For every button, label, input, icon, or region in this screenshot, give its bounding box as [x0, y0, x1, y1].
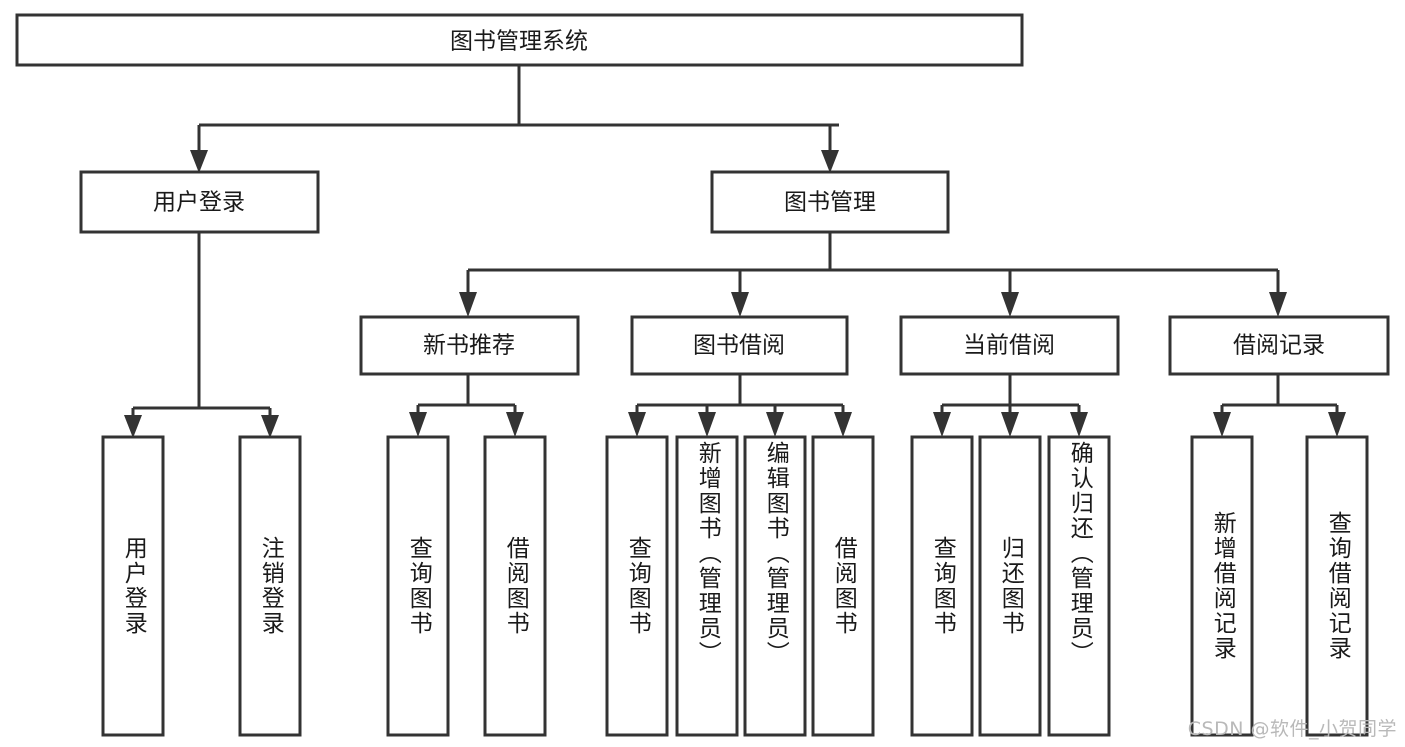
leaf-cell-new-book-1: 查询图书 — [388, 437, 448, 735]
leaf-cell-user-login-1: 用户登录 — [103, 437, 163, 735]
node-book-borrow[interactable] — [630, 315, 849, 376]
leaf-box-current-borrow-1[interactable] — [910, 435, 974, 737]
connector-root-to-level2 — [190, 65, 839, 173]
node-book-management[interactable] — [710, 170, 950, 234]
leaf-box-current-borrow-3[interactable] — [1047, 435, 1111, 737]
node-current-borrow-label: 当前借阅 — [963, 333, 1055, 359]
leaf-label-current-borrow-2: 归还图书 — [997, 536, 1024, 636]
leaf-box-user-login-1[interactable] — [101, 435, 165, 737]
leaf-label-borrow-record-1: 新增借阅记录 — [1209, 511, 1236, 661]
leaf-box-new-book-1[interactable] — [386, 435, 450, 737]
watermark-text: CSDN @软件_小贺同学 — [1187, 718, 1397, 740]
node-user-login-label: 用户登录 — [153, 190, 245, 216]
node-borrow-record[interactable] — [1168, 315, 1390, 376]
leaf-box-user-login-2[interactable] — [238, 435, 302, 737]
leaf-cell-current-borrow-1: 查询图书 — [912, 437, 972, 735]
connector-current-to-leaves — [933, 374, 1088, 437]
leaf-cell-borrow-record-2: 查询借阅记录 — [1307, 437, 1367, 735]
leaf-box-book-borrow-3[interactable] — [743, 435, 807, 737]
leaf-label-new-book-2: 借阅图书 — [502, 536, 529, 636]
leaf-box-current-borrow-2[interactable] — [978, 435, 1042, 737]
leaf-cell-new-book-2: 借阅图书 — [485, 437, 545, 735]
leaf-label-book-borrow-3: 编辑图书（管理员） — [762, 441, 789, 666]
leaf-cell-book-borrow-1: 查询图书 — [607, 437, 667, 735]
node-new-book-recommend-label: 新书推荐 — [423, 333, 515, 359]
node-user-login[interactable] — [79, 170, 320, 234]
connector-newbook-to-leaves — [409, 374, 524, 437]
leaf-cell-book-borrow-4: 借阅图书 — [813, 437, 873, 735]
leaf-cell-book-borrow-3: 编辑图书（管理员） — [745, 437, 805, 735]
leaf-box-book-borrow-2[interactable] — [675, 435, 739, 737]
leaf-label-book-borrow-1: 查询图书 — [624, 536, 651, 636]
node-current-borrow[interactable] — [899, 315, 1120, 376]
leaf-cell-user-login-2: 注销登录 — [240, 437, 300, 735]
leaf-box-book-borrow-1[interactable] — [605, 435, 669, 737]
node-borrow-record-label: 借阅记录 — [1233, 333, 1325, 359]
connector-userlogin-to-leaves — [124, 232, 279, 438]
leaf-label-current-borrow-1: 查询图书 — [929, 536, 956, 636]
leaf-cell-current-borrow-3: 确认归还（管理员） — [1049, 437, 1109, 735]
leaf-label-book-borrow-2: 新增图书（管理员） — [694, 441, 721, 666]
connector-record-to-leaves — [1213, 374, 1346, 437]
leaf-cell-borrow-record-1: 新增借阅记录 — [1192, 437, 1252, 735]
node-book-management-label: 图书管理 — [784, 190, 876, 216]
leaf-box-borrow-record-2[interactable] — [1305, 435, 1369, 737]
leaf-box-book-borrow-4[interactable] — [811, 435, 875, 737]
connector-borrow-to-leaves — [628, 374, 852, 437]
connector-bookmgmt-to-level3 — [459, 232, 1287, 317]
node-book-borrow-label: 图书借阅 — [693, 333, 785, 359]
leaf-box-borrow-record-1[interactable] — [1190, 435, 1254, 737]
leaf-label-borrow-record-2: 查询借阅记录 — [1324, 511, 1351, 661]
leaf-label-user-login-1: 用户登录 — [120, 536, 147, 636]
leaf-label-user-login-2: 注销登录 — [257, 536, 284, 636]
leaf-label-new-book-1: 查询图书 — [405, 536, 432, 636]
leaf-box-new-book-2[interactable] — [483, 435, 547, 737]
leaf-label-book-borrow-4: 借阅图书 — [830, 536, 857, 636]
node-root[interactable] — [15, 13, 1024, 67]
node-root-label: 图书管理系统 — [450, 29, 588, 55]
leaf-label-current-borrow-3: 确认归还（管理员） — [1066, 441, 1093, 666]
node-new-book-recommend[interactable] — [359, 315, 580, 376]
leaf-cell-book-borrow-2: 新增图书（管理员） — [677, 437, 737, 735]
leaf-cell-current-borrow-2: 归还图书 — [980, 437, 1040, 735]
